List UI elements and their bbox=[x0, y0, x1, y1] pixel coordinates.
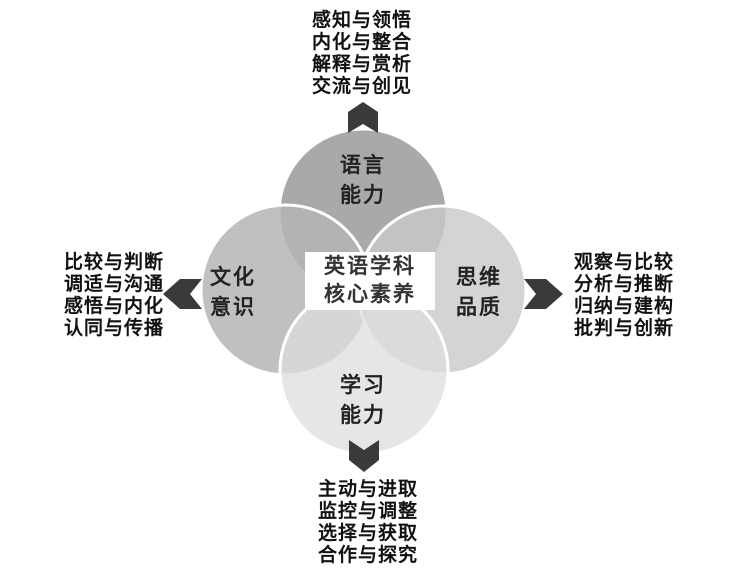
label-line: 能力 bbox=[340, 403, 386, 427]
label-line: 能力 bbox=[340, 183, 386, 207]
list-item: 批判与创新 bbox=[574, 317, 675, 339]
list-item: 认同与传播 bbox=[64, 317, 165, 339]
list-item: 比较与判断 bbox=[64, 251, 165, 273]
list-item: 观察与比较 bbox=[574, 251, 675, 273]
label-learning-ability: 学习 能力 bbox=[323, 370, 403, 430]
list-item: 归纳与建构 bbox=[574, 295, 675, 317]
list-item: 解释与赏析 bbox=[312, 53, 413, 75]
list-item: 调适与沟通 bbox=[64, 273, 165, 295]
list-item: 内化与整合 bbox=[312, 31, 413, 53]
center-line-2: 核心素养 bbox=[324, 282, 416, 306]
center-line-1: 英语学科 bbox=[324, 254, 416, 278]
label-line: 学习 bbox=[340, 373, 386, 397]
list-item: 主动与进取 bbox=[318, 478, 419, 500]
list-right: 观察与比较 分析与推断 归纳与建构 批判与创新 bbox=[574, 251, 674, 339]
label-cultural-awareness: 文化 意识 bbox=[193, 262, 273, 322]
list-top: 感知与领悟 内化与整合 解释与赏析 交流与创见 bbox=[312, 9, 412, 97]
label-line: 思维 bbox=[456, 265, 502, 289]
list-item: 感悟与内化 bbox=[64, 295, 165, 317]
label-line: 语言 bbox=[340, 153, 386, 177]
label-line: 意识 bbox=[210, 295, 256, 319]
label-line: 文化 bbox=[210, 265, 256, 289]
arrow-right-icon bbox=[524, 279, 563, 309]
list-item: 合作与探究 bbox=[318, 544, 419, 566]
center-label: 英语学科 核心素养 bbox=[305, 252, 435, 310]
arrow-down-icon bbox=[349, 440, 379, 472]
list-item: 感知与领悟 bbox=[312, 9, 413, 31]
arrow-up-icon bbox=[348, 102, 378, 133]
label-language-ability: 语言 能力 bbox=[323, 150, 403, 210]
list-item: 分析与推断 bbox=[574, 273, 675, 295]
list-item: 监控与调整 bbox=[318, 500, 419, 522]
list-bottom: 主动与进取 监控与调整 选择与获取 合作与探究 bbox=[318, 478, 418, 566]
list-item: 选择与获取 bbox=[318, 522, 419, 544]
list-left: 比较与判断 调适与沟通 感悟与内化 认同与传播 bbox=[64, 251, 164, 339]
label-thinking-quality: 思维 品质 bbox=[439, 262, 519, 322]
label-line: 品质 bbox=[456, 295, 502, 319]
list-item: 交流与创见 bbox=[312, 75, 413, 97]
arrow-left-icon bbox=[163, 279, 202, 309]
